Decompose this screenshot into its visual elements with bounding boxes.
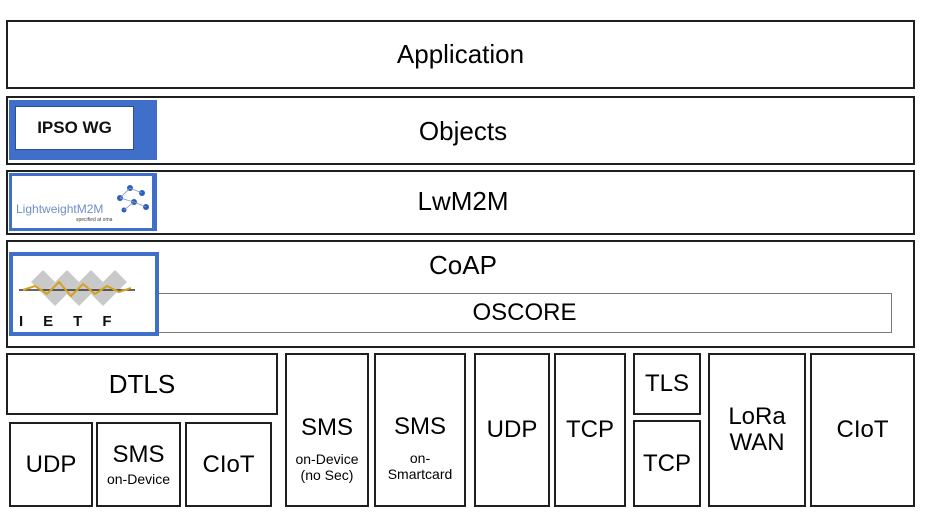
sms-smartcard-title: SMS	[393, 412, 446, 440]
ipso-logo-text: IPSO WG	[15, 106, 134, 150]
ciot-dtls-label: CIoT	[202, 450, 255, 478]
udp-box: UDP	[474, 353, 550, 507]
application-layer: Application	[6, 20, 915, 89]
objects-label: Objects	[418, 116, 508, 146]
sms-no-sec-sub1: on-Device	[295, 450, 359, 467]
sms-smartcard-sub2: Smartcard	[387, 465, 453, 482]
lorawan-line1: LoRa	[728, 403, 786, 431]
lwm2m-label: LwM2M	[417, 186, 509, 216]
ciot-dtls-box: CIoT	[185, 422, 272, 507]
ietf-diamond-icon	[19, 270, 135, 306]
tcp-label: TCP	[566, 416, 614, 444]
sms-on-device-dtls-sub: on-Device	[106, 471, 171, 488]
ciot-box: CIoT	[810, 353, 915, 507]
sms-on-device-dtls-title: SMS	[112, 440, 165, 468]
coap-label: CoAP	[429, 250, 497, 280]
lwm2m-network-icon	[117, 185, 149, 213]
sms-no-sec-sub2: (no Sec)	[300, 466, 354, 483]
sms-smartcard-sub1: on-	[409, 449, 431, 466]
sms-no-sec-box: SMS on-Device (no Sec)	[285, 353, 369, 507]
lorawan-line2: WAN	[729, 429, 785, 456]
objects-layer	[6, 96, 915, 165]
sms-no-sec-title: SMS	[300, 413, 353, 441]
lwm2m-layer	[6, 170, 915, 235]
tls-box: TLS	[633, 353, 701, 415]
tcp-tls-box: TCP	[633, 420, 701, 507]
ietf-logo: IETF	[9, 252, 159, 336]
lwm2m-logo-subtext: specified at oma	[76, 217, 113, 223]
dtls-box: DTLS	[6, 353, 278, 415]
application-label: Application	[396, 39, 525, 70]
lorawan-box: LoRa WAN	[708, 353, 806, 507]
lwm2m-logo: LightweightM2M specified at oma	[9, 173, 157, 231]
dtls-label: DTLS	[108, 368, 176, 399]
tcp-tls-label: TCP	[643, 449, 691, 477]
sms-on-device-dtls-box: SMS on-Device	[96, 422, 181, 507]
udp-label: UDP	[486, 416, 538, 444]
tls-label: TLS	[644, 370, 689, 398]
oscore-label: OSCORE	[472, 299, 577, 327]
udp-dtls-box: UDP	[9, 422, 93, 507]
oscore-box: OSCORE	[157, 293, 892, 333]
lwm2m-logo-text: LightweightM2M	[16, 202, 104, 216]
ciot-label: CIoT	[836, 416, 889, 444]
tcp-box: TCP	[554, 353, 626, 507]
ipso-logo: IPSO WG	[9, 100, 157, 160]
ietf-logo-text: IETF	[19, 313, 132, 330]
sms-smartcard-box: SMS on- Smartcard	[374, 353, 466, 507]
udp-dtls-label: UDP	[25, 450, 77, 478]
